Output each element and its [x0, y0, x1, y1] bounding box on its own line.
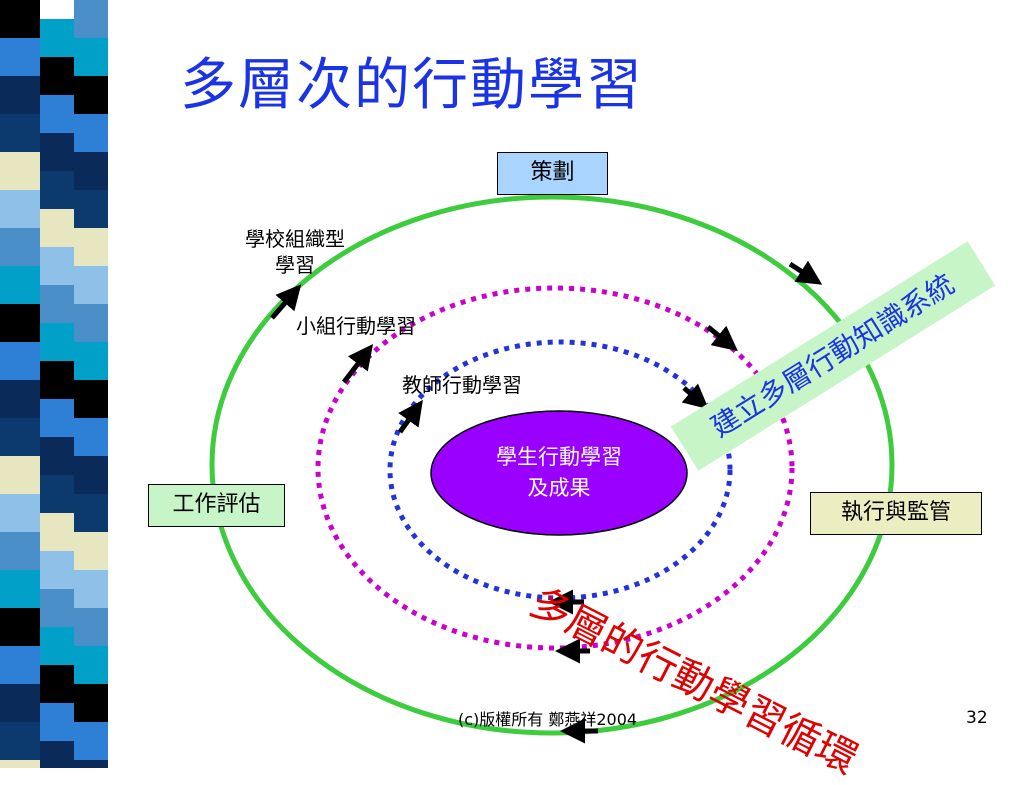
stripe-tile [0, 342, 40, 380]
label-student-line2: 及成果 [527, 476, 591, 500]
stripe-tile [40, 627, 74, 665]
stripe-tile [74, 722, 108, 760]
stripe-tile [40, 703, 74, 741]
stripe-tile [0, 608, 40, 646]
stripe-tile [0, 532, 40, 570]
cycle-diagram [209, 194, 895, 744]
center-ellipse [430, 410, 688, 536]
stripe-tile [40, 437, 74, 475]
stripe-tile [74, 760, 108, 768]
stripe-tile [74, 228, 108, 266]
page-number: 32 [966, 708, 988, 728]
stripe-tile [40, 285, 74, 323]
stripe-tile [40, 399, 74, 437]
label-school-line2: 學習 [275, 253, 315, 277]
stripe-tile [74, 38, 108, 76]
stripe-tile [74, 114, 108, 152]
stripe-tile [40, 57, 74, 95]
label-school-level: 學校組織型 學習 [220, 226, 370, 278]
stripe-tile [0, 646, 40, 684]
stripe-tile [74, 646, 108, 684]
stripe-tile [40, 513, 74, 551]
outer-ring [209, 194, 895, 736]
arrow-outer-upper-right [788, 260, 823, 285]
stripe-tile [0, 0, 40, 38]
label-teacher-level: 教師行動學習 [402, 373, 522, 397]
stripe-tile [40, 361, 74, 399]
stripe-tile [0, 38, 40, 76]
stripe-tile [40, 209, 74, 247]
arrow-middle-upper-left [342, 344, 374, 384]
stripe-tile [0, 456, 40, 494]
stripe-tile [40, 323, 74, 361]
stripe-tile [74, 684, 108, 722]
decorative-side-stripe [0, 0, 108, 768]
arrow-inner-upper-right [681, 383, 709, 410]
stripe-tile [74, 532, 108, 570]
stripe-tile [0, 570, 40, 608]
stripe-tile [0, 494, 40, 532]
stripe-tile [40, 665, 74, 703]
stripe-tile [74, 304, 108, 342]
stripe-tile [0, 266, 40, 304]
stripe-tile [40, 741, 74, 768]
stripe-tile [40, 171, 74, 209]
label-school-line1: 學校組織型 [245, 227, 345, 251]
stripe-tile [74, 570, 108, 608]
stripe-tile [40, 551, 74, 589]
stripe-tile [74, 418, 108, 456]
stripe-tile [0, 228, 40, 266]
stripe-tile [0, 190, 40, 228]
stripe-tile [0, 684, 40, 722]
execution-box: 執行與監管 [810, 492, 982, 535]
label-student-line1: 學生行動學習 [496, 445, 622, 469]
stripe-tile [40, 247, 74, 285]
stripe-tile [0, 722, 40, 760]
stripe-tile [74, 608, 108, 646]
stripe-tile [40, 475, 74, 513]
stripe-tile [74, 152, 108, 190]
stripe-tile [40, 133, 74, 171]
stripe-tile [40, 19, 74, 57]
arrow-outer-upper-left [270, 284, 302, 320]
planning-box: 策劃 [497, 152, 608, 195]
stripe-tile [40, 95, 74, 133]
stripe-tile [40, 589, 74, 627]
arrow-middle-upper-right [706, 325, 738, 352]
slide-title: 多層次的行動學習 [180, 53, 644, 118]
stripe-tile [74, 380, 108, 418]
stripe-tile [0, 76, 40, 114]
stripe-tile [74, 0, 108, 38]
arrow-inner-upper-left [397, 399, 423, 434]
evaluation-box: 工作評估 [148, 484, 285, 527]
middle-ring [315, 285, 795, 651]
stripe-tile [0, 304, 40, 342]
label-student-level: 學生行動學習 及成果 [432, 442, 686, 504]
label-group-level: 小組行動學習 [296, 314, 416, 338]
stripe-tile [74, 190, 108, 228]
stripe-tile [0, 418, 40, 456]
stripe-tile [0, 760, 40, 768]
stripe-tile [74, 494, 108, 532]
stripe-tile [74, 456, 108, 494]
stripe-tile [0, 114, 40, 152]
stripe-tile [74, 76, 108, 114]
stripe-tile [74, 266, 108, 304]
stripe-tile [0, 152, 40, 190]
copyright-footer: (c)版權所有 鄭燕祥2004 [458, 710, 638, 729]
stripe-tile [74, 342, 108, 380]
stripe-tile [0, 380, 40, 418]
